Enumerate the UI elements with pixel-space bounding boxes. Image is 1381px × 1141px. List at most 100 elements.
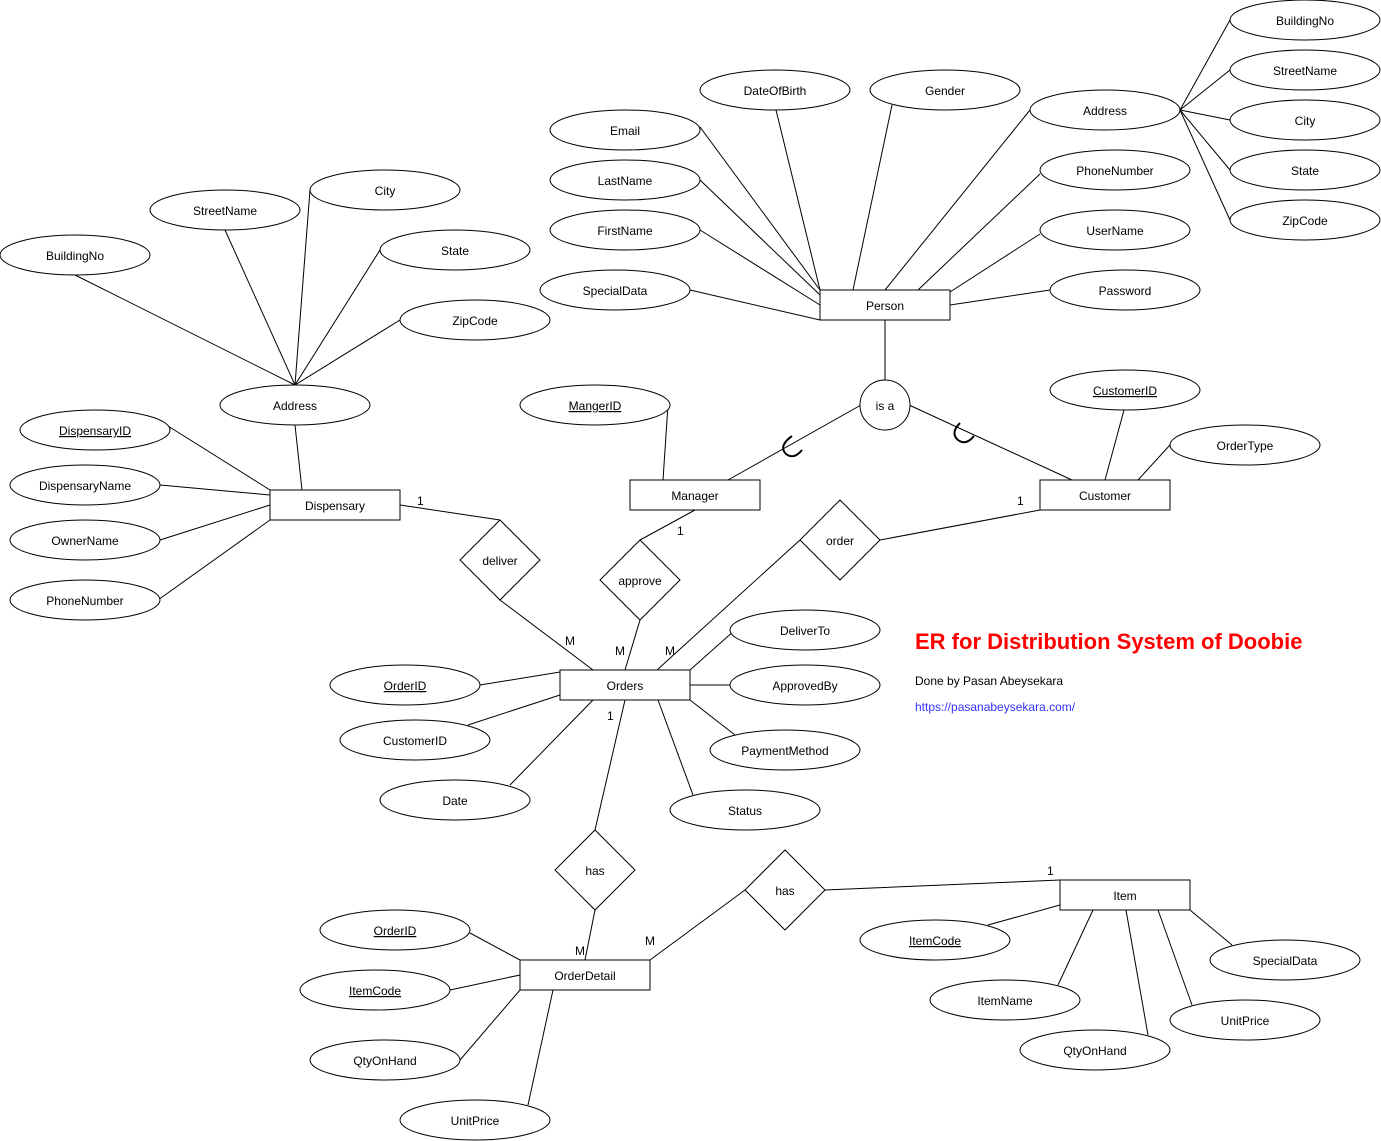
- attr-orders-customerid-label: CustomerID: [383, 734, 447, 748]
- attr-orders-status-label: Status: [728, 804, 762, 818]
- attr-daddr-street[interactable]: [149, 189, 301, 231]
- relationship-has-item[interactable]: has: [744, 849, 826, 931]
- attr-orders-date[interactable]: [379, 779, 531, 821]
- relationship-has-orders-label: has: [585, 864, 604, 878]
- attr-item-name[interactable]: [929, 979, 1081, 1021]
- attr-person-email-label: Email: [610, 124, 640, 138]
- attr-person-username[interactable]: [1039, 209, 1191, 251]
- attr-item-qty[interactable]: [1019, 1029, 1171, 1071]
- attr-daddr-city[interactable]: [309, 169, 461, 211]
- attr-orders-date-label: Date: [442, 794, 468, 808]
- attr-item-price-label: UnitPrice: [1221, 1014, 1270, 1028]
- attr-paddr-building[interactable]: [1229, 0, 1381, 41]
- attr-od-itemcode[interactable]: [299, 969, 451, 1011]
- attr-od-price[interactable]: [399, 1099, 551, 1141]
- relationship-approve-label: approve: [618, 574, 662, 588]
- entity-customer[interactable]: Customer: [1039, 479, 1171, 511]
- attr-dispensary-owner-label: OwnerName: [51, 534, 119, 548]
- subset-symbol-customer: [953, 422, 975, 444]
- cardinality-labels: 1 M 1 M 1 M 1 M M 1: [417, 494, 1054, 958]
- attr-orders-approvedby[interactable]: [729, 664, 881, 706]
- attr-orders-id[interactable]: [329, 664, 481, 706]
- attr-daddr-state[interactable]: [379, 229, 531, 271]
- attr-od-qty[interactable]: [309, 1039, 461, 1081]
- entity-item-label: Item: [1113, 889, 1136, 903]
- attr-person-specialdata-label: SpecialData: [583, 284, 648, 298]
- attr-paddr-building-label: BuildingNo: [1276, 14, 1334, 28]
- card-manager-approve: 1: [677, 524, 684, 538]
- entity-orders[interactable]: Orders: [559, 669, 691, 701]
- attr-paddr-street-label: StreetName: [1273, 64, 1337, 78]
- attr-person-username-label: UserName: [1086, 224, 1144, 238]
- attr-person-phone-label: PhoneNumber: [1076, 164, 1153, 178]
- attr-manager-id[interactable]: [519, 384, 671, 426]
- attr-dispensary-owner[interactable]: [9, 519, 161, 561]
- card-deliver-orders: M: [565, 634, 575, 648]
- entity-orderdetail[interactable]: OrderDetail: [519, 959, 651, 991]
- attr-paddr-street[interactable]: [1229, 49, 1381, 91]
- attr-person-firstname[interactable]: [549, 209, 701, 251]
- attr-person-address-label: Address: [1083, 104, 1127, 118]
- attr-item-price[interactable]: [1169, 999, 1321, 1041]
- attr-person-email[interactable]: [549, 109, 701, 151]
- card-od-has: M: [645, 934, 655, 948]
- attr-daddr-zip[interactable]: [399, 299, 551, 341]
- attr-orders-status[interactable]: [669, 789, 821, 831]
- entity-manager[interactable]: Manager: [629, 479, 761, 511]
- relationship-approve[interactable]: approve: [599, 539, 681, 621]
- attr-dispensary-name[interactable]: [9, 464, 161, 506]
- attr-person-password[interactable]: [1049, 269, 1201, 311]
- card-orders-has: 1: [607, 709, 614, 723]
- attr-item-special[interactable]: [1209, 939, 1361, 981]
- attr-person-address[interactable]: [1029, 89, 1181, 131]
- attr-orders-deliverto[interactable]: [729, 609, 881, 651]
- card-customer-order: 1: [1017, 494, 1024, 508]
- attr-od-qty-label: QtyOnHand: [353, 1054, 416, 1068]
- entity-manager-label: Manager: [671, 489, 718, 503]
- attr-person-lastname[interactable]: [549, 159, 701, 201]
- attr-daddr-zip-label: ZipCode: [452, 314, 498, 328]
- relationship-order[interactable]: order: [799, 499, 881, 581]
- attr-customer-ordertype[interactable]: [1169, 424, 1321, 466]
- attr-paddr-city[interactable]: [1229, 99, 1381, 141]
- attr-daddr-building[interactable]: [0, 234, 151, 276]
- attr-person-specialdata[interactable]: [539, 269, 691, 311]
- attr-paddr-zip[interactable]: [1229, 199, 1381, 241]
- subset-symbol-manager: [782, 435, 803, 458]
- attr-item-code-label: ItemCode: [909, 934, 961, 948]
- entity-dispensary[interactable]: Dispensary: [269, 489, 401, 521]
- attr-person-phone[interactable]: [1039, 149, 1191, 191]
- attr-person-gender[interactable]: [869, 69, 1021, 111]
- attr-orders-payment[interactable]: [709, 729, 861, 771]
- attr-person-password-label: Password: [1099, 284, 1152, 298]
- attr-orders-customerid[interactable]: [339, 719, 491, 761]
- relationship-isa[interactable]: is a: [859, 379, 911, 431]
- attr-dispensary-address[interactable]: [219, 384, 371, 426]
- diagram-title: ER for Distribution System of Doobie: [915, 629, 1303, 654]
- attr-item-qty-label: QtyOnHand: [1063, 1044, 1126, 1058]
- author-website-link[interactable]: https://pasanabeysekara.com/: [915, 700, 1076, 714]
- attr-person-dob[interactable]: [699, 69, 851, 111]
- card-approve-orders: M: [615, 644, 625, 658]
- attr-item-special-label: SpecialData: [1253, 954, 1318, 968]
- attr-paddr-state[interactable]: [1229, 149, 1381, 191]
- attr-od-orderid[interactable]: [319, 909, 471, 951]
- attr-orders-payment-label: PaymentMethod: [741, 744, 828, 758]
- attr-item-code[interactable]: [859, 919, 1011, 961]
- attr-item-name-label: ItemName: [977, 994, 1033, 1008]
- relationship-isa-label: is a: [876, 399, 895, 413]
- attr-person-gender-label: Gender: [925, 84, 965, 98]
- relationship-deliver[interactable]: deliver: [459, 519, 541, 601]
- entity-person[interactable]: Person: [819, 289, 951, 321]
- attr-dispensary-id[interactable]: [19, 409, 171, 451]
- attr-dispensary-phone[interactable]: [9, 579, 161, 621]
- entity-dispensary-label: Dispensary: [305, 499, 365, 513]
- attr-customer-id[interactable]: [1049, 369, 1201, 411]
- attr-od-itemcode-label: ItemCode: [349, 984, 401, 998]
- attr-manager-id-label: MangerID: [569, 399, 622, 413]
- entity-item[interactable]: Item: [1059, 879, 1191, 911]
- attr-customer-id-label: CustomerID: [1093, 384, 1157, 398]
- connector-lines: [74, 19, 1233, 1106]
- relationship-has-orders[interactable]: has: [554, 829, 636, 911]
